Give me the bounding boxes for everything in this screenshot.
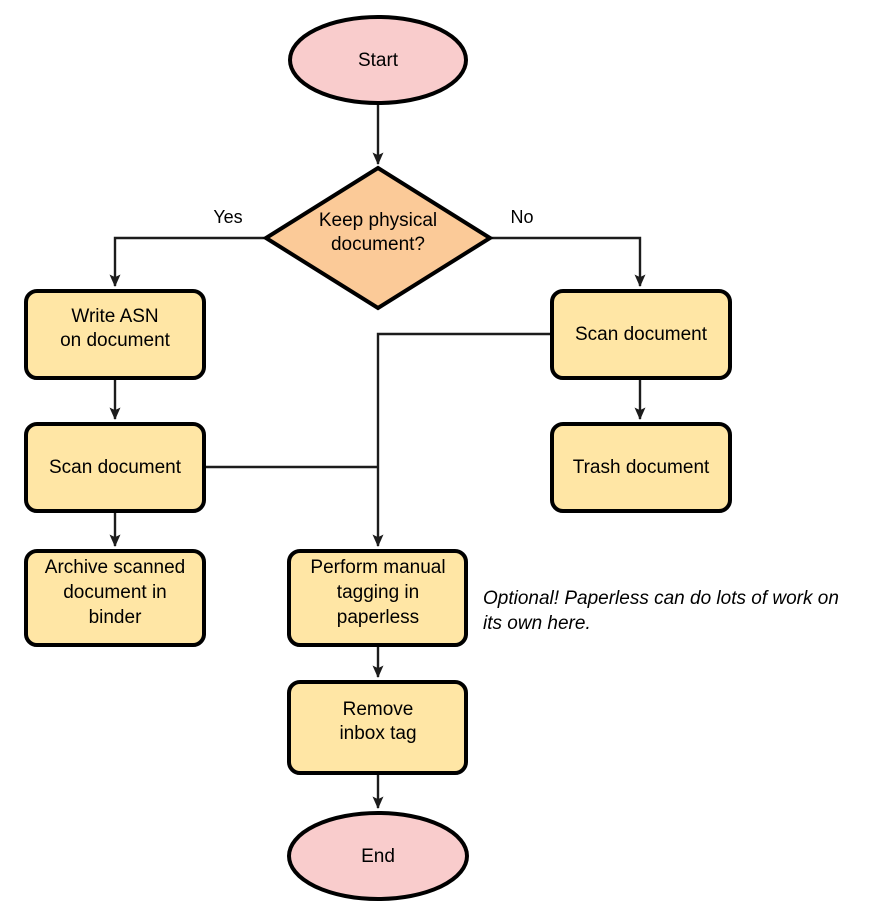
edge-label-yes: Yes (213, 207, 242, 227)
edge-decision-to-write-asn (109, 236, 266, 287)
node-scan-document-right[interactable]: Scan document (550, 289, 732, 380)
optional-note: Optional! Paperless can do lots of work … (483, 588, 839, 634)
start-label: Start (358, 50, 399, 71)
end-ellipse-shape (287, 811, 469, 901)
edge-layer (109, 100, 646, 809)
trash-document-box-shape (550, 422, 732, 513)
edge-label-no: No (510, 207, 533, 227)
remove-inbox-tag-box-shape (287, 680, 468, 775)
node-scan-document-left[interactable]: Scan document (24, 422, 206, 513)
scan-document-left-label: Scan document (49, 457, 182, 478)
scan-document-right-box-shape (550, 289, 732, 380)
node-start[interactable]: Start (288, 15, 468, 105)
archive-box-shape (24, 549, 206, 647)
write-asn-box-shape (24, 289, 206, 380)
decision-diamond-shape (262, 165, 494, 311)
edge-decision-to-scan-right (490, 236, 646, 287)
trash-document-label: Trash document (573, 457, 710, 478)
start-ellipse-shape (288, 15, 468, 105)
scan-document-right-label: Scan document (575, 324, 708, 345)
edge-scan-right-to-tagging (372, 332, 552, 547)
node-end[interactable]: End (287, 811, 469, 901)
scan-document-left-box-shape (24, 422, 206, 513)
tagging-box-shape (287, 549, 468, 647)
node-trash-document[interactable]: Trash document (550, 422, 732, 513)
end-label: End (361, 846, 395, 867)
